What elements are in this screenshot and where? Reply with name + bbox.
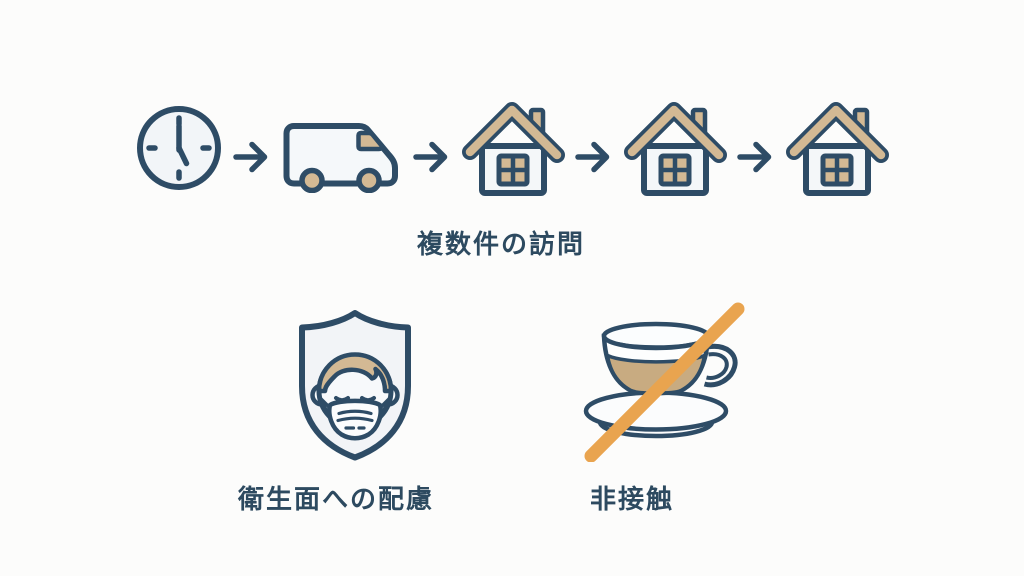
arrow-right-icon xyxy=(413,141,448,173)
arrow-right-icon xyxy=(575,141,610,173)
hygiene-caption: 衛生面への配慮 xyxy=(237,484,434,514)
arrow-right-icon xyxy=(737,141,772,173)
no-contact-cup-icon xyxy=(583,302,745,462)
clock-icon xyxy=(137,106,221,190)
visit-flow-row xyxy=(0,95,1024,201)
prohibition-slash xyxy=(584,302,745,462)
mask-shield-icon xyxy=(299,310,411,461)
arrow-right-icon xyxy=(233,141,268,173)
visit-flow-caption: 複数件の訪問 xyxy=(416,229,585,259)
contactless-caption: 非接触 xyxy=(589,484,674,514)
house-icon xyxy=(462,102,565,196)
delivery-van-icon xyxy=(283,123,398,193)
house-icon xyxy=(624,102,727,196)
house-icon xyxy=(786,102,889,196)
